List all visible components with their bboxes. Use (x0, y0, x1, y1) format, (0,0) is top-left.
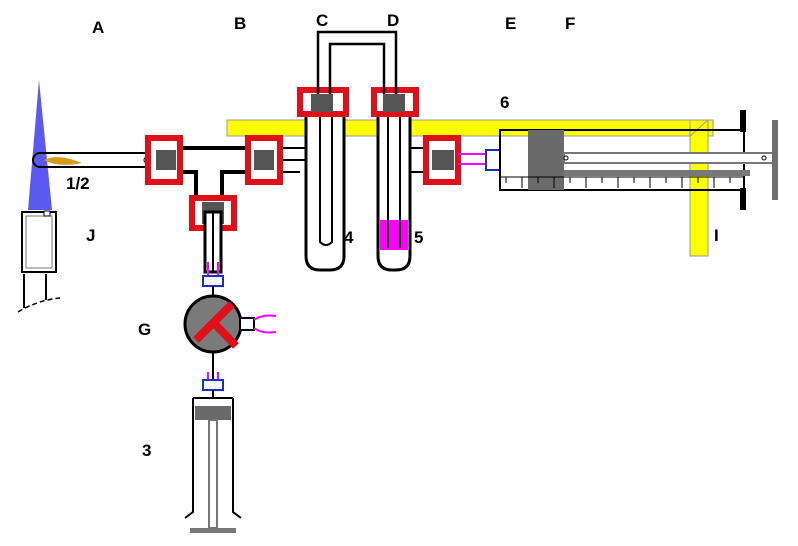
capillary (202, 210, 224, 287)
adapter-top (202, 275, 224, 287)
dye-solution (380, 220, 408, 250)
bridge-tube (316, 30, 398, 94)
label-i: I (714, 226, 719, 245)
label-12: 1/2 (66, 174, 90, 193)
outlet-tube (410, 135, 501, 185)
label-d: D (387, 11, 400, 30)
volume-scale (500, 176, 744, 188)
label-g: G (138, 320, 152, 339)
label-4: 4 (344, 228, 354, 247)
label-5: 5 (414, 228, 424, 247)
three-way-valve[interactable] (183, 286, 277, 391)
syringe-3 (184, 390, 242, 533)
burner (17, 80, 61, 313)
syringe-knob[interactable] (772, 120, 778, 200)
plunger-3 (195, 406, 231, 420)
u-tube-c (297, 87, 349, 272)
label-e: E (505, 14, 517, 33)
sample (44, 157, 82, 165)
support-rail (226, 119, 714, 257)
label-3: 3 (142, 441, 152, 460)
label-b: B (234, 14, 247, 33)
syringe-piston (528, 130, 564, 190)
gas-syringe (499, 110, 778, 210)
flame-icon (28, 80, 52, 210)
seal-left (145, 135, 183, 185)
seal-right (245, 135, 283, 185)
adapter-bottom (202, 379, 224, 391)
sample-tube (32, 152, 151, 168)
label-a: A (92, 18, 105, 37)
label-f: F (565, 14, 576, 33)
label-c: C (316, 11, 329, 30)
adapter-right (485, 149, 501, 171)
label-j: J (86, 226, 96, 245)
label-6: 6 (500, 93, 510, 112)
u-tube-d (371, 87, 419, 272)
